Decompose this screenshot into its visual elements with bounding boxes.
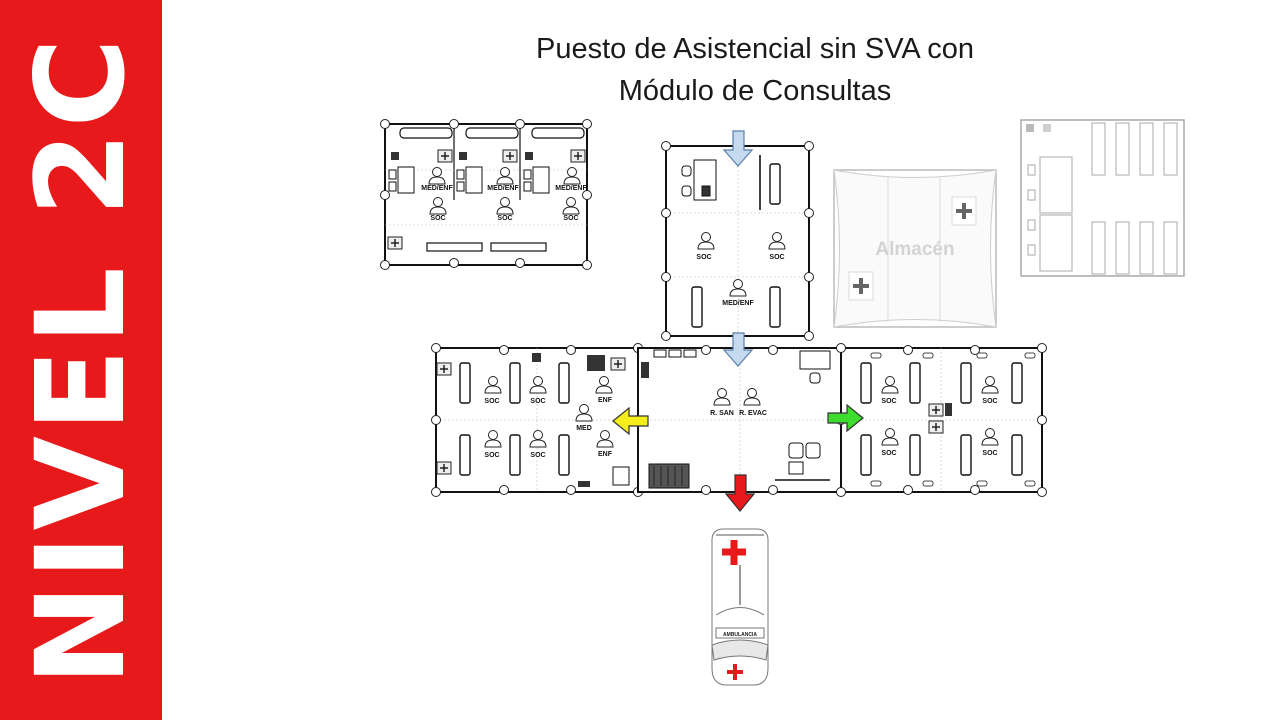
- label-med-enf-2: MED/ENF: [487, 185, 519, 192]
- arrow-down-entry: [722, 130, 754, 167]
- label-enf-l2: ENF: [598, 451, 613, 458]
- label-med-enf-1: MED/ENF: [421, 185, 453, 192]
- label-soc-l3: SOC: [484, 452, 499, 459]
- label-r-evac: R. EVAC: [739, 410, 767, 417]
- title-line-1: Puesto de Asistencial sin SVA con: [536, 33, 974, 65]
- arrow-down-triage: [722, 332, 754, 367]
- faded-module: [1020, 119, 1185, 277]
- ambulance-label: AMBULANCIA: [723, 632, 757, 638]
- arrow-left-yellow: [612, 406, 649, 436]
- label-almacen: Almacén: [875, 239, 954, 260]
- label-soc-l2: SOC: [530, 398, 545, 405]
- triage-module: SOC SOC MED/ENF: [661, 141, 814, 341]
- treatment-module-left: SOC SOC ENF MED SOC SOC ENF: [431, 343, 643, 497]
- label-soc-r3: SOC: [881, 450, 896, 457]
- title-line-2: Módulo de Consultas: [618, 75, 892, 107]
- label-soc-c2: SOC: [497, 215, 512, 222]
- page-title: Puesto de Asistencial sin SVA con Módulo…: [440, 28, 1070, 112]
- consultation-module: MED/ENF MED/ENF MED/ENF SOC SOC SOC: [380, 119, 592, 270]
- ambulance: AMBULANCIA: [711, 528, 769, 686]
- label-soc-c1: SOC: [430, 215, 445, 222]
- label-soc-r2: SOC: [982, 398, 997, 405]
- label-med-enf-triage: MED/ENF: [722, 300, 754, 307]
- level-banner: NIVEL 2C: [0, 0, 162, 720]
- label-soc-c3: SOC: [563, 215, 578, 222]
- flow-arrows: [612, 130, 864, 512]
- label-r-san: R. SAN: [710, 410, 734, 417]
- label-enf-l1: ENF: [598, 397, 613, 404]
- label-soc-t2: SOC: [769, 254, 784, 261]
- reception-module: R. SAN R. EVAC: [637, 345, 842, 495]
- label-soc-r4: SOC: [982, 450, 997, 457]
- storage-tent: Almacén: [833, 169, 997, 328]
- label-med-enf-3: MED/ENF: [555, 185, 587, 192]
- label-soc-r1: SOC: [881, 398, 896, 405]
- label-med: MED: [576, 425, 592, 432]
- label-soc-t1: SOC: [696, 254, 711, 261]
- label-soc-l1: SOC: [484, 398, 499, 405]
- arrow-down-red: [724, 474, 756, 512]
- treatment-module-right: SOC SOC SOC SOC: [836, 343, 1047, 497]
- label-soc-l4: SOC: [530, 452, 545, 459]
- arrow-right-green: [827, 403, 864, 433]
